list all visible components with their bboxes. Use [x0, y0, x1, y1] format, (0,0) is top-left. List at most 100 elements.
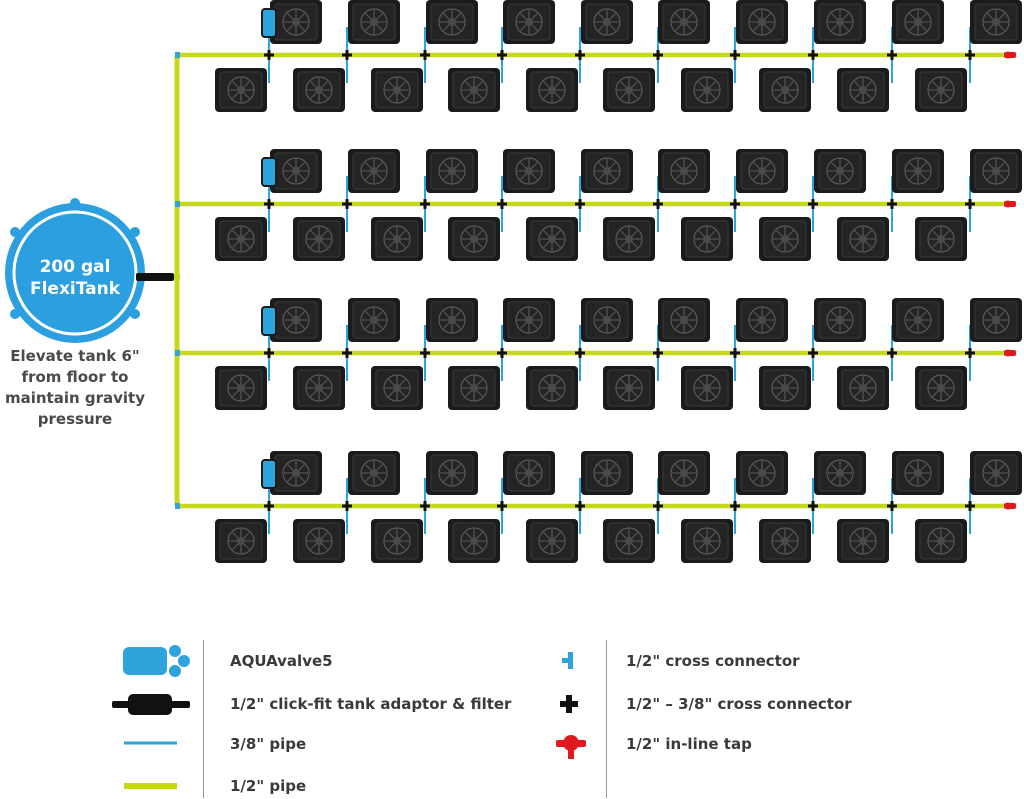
- plant-pot: [680, 67, 734, 113]
- plant-pot: [735, 450, 789, 496]
- cross-connector: [575, 504, 585, 508]
- plant-pot: [602, 518, 656, 564]
- plant-pot: [680, 216, 734, 262]
- tank-capacity: 200 gal: [40, 257, 111, 277]
- cross-connector: [575, 351, 585, 355]
- cross-connector: [808, 202, 818, 206]
- plant-pot: [347, 148, 401, 194]
- aquavalve: [261, 306, 277, 336]
- plant-pot: [525, 67, 579, 113]
- plant-pot: [735, 0, 789, 45]
- tank-adaptor-icon: [112, 694, 190, 715]
- cross-connector: [965, 351, 975, 355]
- plant-pot: [969, 297, 1023, 343]
- manifold-connector: [175, 350, 180, 356]
- plant-pot: [447, 216, 501, 262]
- legend-pipe-38-label: 3/8" pipe: [230, 735, 307, 753]
- aquavalve-icon: [123, 645, 190, 677]
- plant-pot: [914, 518, 968, 564]
- cross-connector: [730, 53, 740, 57]
- manifold-connector: [175, 503, 180, 509]
- plant-pot: [370, 365, 424, 411]
- plant-pot: [580, 450, 634, 496]
- plant-pot: [580, 0, 634, 45]
- legend-tank-adaptor-label: 1/2" click-fit tank adaptor & filter: [230, 695, 512, 713]
- cross-connector: [575, 202, 585, 206]
- cross-connector: [653, 504, 663, 508]
- plant-pot: [525, 365, 579, 411]
- cross-connector: [497, 202, 507, 206]
- cross-connector: [497, 351, 507, 355]
- cross-connector: [420, 202, 430, 206]
- cross-connector: [342, 351, 352, 355]
- plant-pot: [758, 518, 812, 564]
- note-line: maintain gravity: [4, 389, 146, 407]
- plant-pot: [347, 450, 401, 496]
- plant-pot: [758, 365, 812, 411]
- plant-pot: [657, 0, 711, 45]
- plant-pot: [214, 216, 268, 262]
- cross-connector: [887, 351, 897, 355]
- plant-pot: [891, 450, 945, 496]
- blue-connector-icon: [562, 652, 573, 669]
- plant-pot: [914, 67, 968, 113]
- cross-connector: [887, 202, 897, 206]
- cross-connector: [730, 351, 740, 355]
- cross-connector: [420, 504, 430, 508]
- legend-divider-left: [203, 640, 204, 798]
- cross-connector: [342, 202, 352, 206]
- plant-pot: [836, 67, 890, 113]
- legend-pipe-12-label: 1/2" pipe: [230, 777, 307, 795]
- plant-pot: [214, 365, 268, 411]
- plant-pot: [969, 0, 1023, 45]
- manifold-connector: [175, 201, 180, 207]
- cross-connector: [730, 202, 740, 206]
- plant-pot: [602, 365, 656, 411]
- cross-connector: [264, 53, 274, 57]
- end-tap: [1004, 200, 1012, 208]
- cross-connector: [497, 504, 507, 508]
- plant-pot: [292, 365, 346, 411]
- plant-pot: [813, 450, 867, 496]
- cross-connector: [420, 53, 430, 57]
- cross-connector: [887, 53, 897, 57]
- cross-connector: [264, 504, 274, 508]
- plant-pot: [914, 216, 968, 262]
- cross-connector: [420, 351, 430, 355]
- cross-connector: [653, 53, 663, 57]
- plant-pot: [502, 450, 556, 496]
- note-line: from floor to: [21, 368, 129, 386]
- plant-pot: [525, 518, 579, 564]
- cross-connector: [965, 202, 975, 206]
- cross-connector: [497, 53, 507, 57]
- cross-connector: [808, 351, 818, 355]
- legend-tap-label: 1/2" in-line tap: [626, 735, 752, 753]
- plant-pot: [425, 0, 479, 45]
- end-tap: [1004, 51, 1012, 59]
- plant-pot: [657, 297, 711, 343]
- plant-pot: [425, 148, 479, 194]
- cross-connector: [653, 351, 663, 355]
- plant-pot: [580, 148, 634, 194]
- tank-elevation-note: Elevate tank 6" from floor to maintain g…: [0, 346, 150, 430]
- flexitank: 200 gal FlexiTank: [5, 198, 145, 343]
- tank-name: FlexiTank: [30, 279, 121, 299]
- cross-connector: [264, 202, 274, 206]
- plant-pot: [602, 67, 656, 113]
- plant-pot: [758, 216, 812, 262]
- legend-cross-12-38-label: 1/2" – 3/8" cross connector: [626, 695, 852, 713]
- plant-pot: [425, 297, 479, 343]
- plant-pot: [836, 518, 890, 564]
- plant-pot: [657, 148, 711, 194]
- end-tap: [1004, 502, 1012, 510]
- cross-connector: [575, 53, 585, 57]
- plant-pot: [813, 297, 867, 343]
- plant-pot: [269, 450, 323, 496]
- cross-connector: [965, 53, 975, 57]
- plant-pot: [891, 148, 945, 194]
- cross-connector: [887, 504, 897, 508]
- plant-pot: [447, 518, 501, 564]
- plant-pot: [214, 518, 268, 564]
- end-tap: [1004, 349, 1012, 357]
